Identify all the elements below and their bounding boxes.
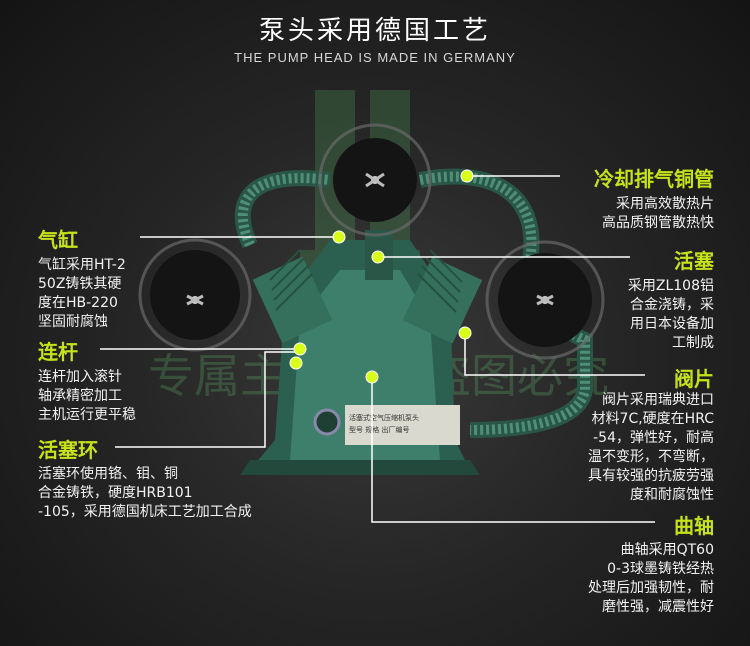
callout-cooling-desc: 采用高效散热片 高品质钢管散热快 [602,195,714,233]
desc-line: 温不变形，不弯断， [588,449,714,465]
desc-line: 度和耐腐蚀性 [630,487,714,503]
desc-line: 轴承精密加工 [38,388,122,404]
callout-piston-title: 活塞 [674,249,714,273]
dot-rod [293,342,307,356]
desc-line: 合金浇铸，采 [630,297,714,313]
nameplate-line-1: 活塞式空气压缩机泵头 [349,413,419,422]
air-filter-right [485,240,605,360]
nameplate [345,405,460,445]
leader-ring [115,351,298,448]
air-filter-left [138,238,252,352]
dot-crank [365,370,379,384]
desc-line: 采用ZL108铝 [627,278,714,294]
oil-port [313,408,341,436]
desc-line: 用日本设备加 [630,316,714,332]
desc-line: 阀片采用瑞典进口 [602,392,714,408]
callout-ring-title: 活塞环 [38,438,98,462]
callout-crank-desc: 曲轴采用QT60 0-3球墨铸铁经热 处理后加强韧性，耐 磨性强，减震性好 [588,541,714,617]
marker-dots [289,169,474,384]
callout-rod-title: 连杆 [38,340,78,364]
desc-line: 50Z铸铁其硬 [38,276,122,292]
pump-body: 活塞式空气压缩机泵头 型号 规格 出厂编号 [240,230,483,475]
page-title: 泵头采用德国工艺 [258,16,491,46]
dot-valve [458,326,472,340]
dot-piston [371,250,385,264]
leader-lines [100,175,655,523]
callout-cooling-title: 冷却排气铜管 [594,167,714,191]
desc-line: 连杆加入滚针 [38,369,122,385]
desc-line: 合金铸铁，硬度HRB101 [38,485,193,501]
desc-line: 主机运行更平稳 [38,407,136,423]
callout-piston-desc: 采用ZL108铝 合金浇铸，采 用日本设备加 工制成 [628,277,714,353]
callout-ring-desc: 活塞环使用铬、钼、铜 合金铸铁，硬度HRB101 -105，采用德国机床工艺加工… [38,465,252,522]
desc-line: 活塞环使用铬、钼、铜 [38,466,178,482]
desc-line: 度在HB-220 [38,295,118,311]
desc-line: 磨性强，减震性好 [602,599,714,615]
desc-line: 处理后加强韧性，耐 [588,580,714,596]
desc-line: 采用高效散热片 [616,196,714,212]
leader-crank [371,377,655,523]
desc-line: 材料7C,硬度在HRC [591,411,714,427]
air-filter-top [318,123,432,237]
desc-line: -54，弹性好，耐高 [593,430,714,446]
desc-line: 0-3球墨铸铁经热 [607,561,714,577]
desc-line: 高品质钢管散热快 [602,215,714,231]
callout-cylinder-desc: 气缸采用HT-2 50Z铸铁其硬 度在HB-220 坚固耐腐蚀 [38,256,126,332]
page-subtitle: THE PUMP HEAD IS MADE IN GERMANY [234,50,516,65]
dot-cooling [460,169,474,183]
desc-line: 具有较强的抗疲劳强 [588,468,714,484]
leader-valve [464,333,645,376]
callout-cylinder-title: 气缸 [38,228,78,252]
desc-line: -105，采用德国机床工艺加工合成 [38,504,252,520]
dot-cylinder [332,230,346,244]
dot-ring [289,356,303,370]
nameplate-line-2: 型号 规格 出厂编号 [349,425,409,434]
callout-crank-title: 曲轴 [674,514,714,538]
callout-valve-title: 阀片 [674,367,714,391]
desc-line: 工制成 [672,335,714,351]
desc-line: 曲轴采用QT60 [620,542,714,558]
callout-valve-desc: 阀片采用瑞典进口 材料7C,硬度在HRC -54，弹性好，耐高 温不变形，不弯断… [588,391,714,505]
desc-line: 气缸采用HT-2 [38,257,126,273]
callout-rod-desc: 连杆加入滚针 轴承精密加工 主机运行更平稳 [38,368,136,425]
desc-line: 坚固耐腐蚀 [38,314,108,330]
